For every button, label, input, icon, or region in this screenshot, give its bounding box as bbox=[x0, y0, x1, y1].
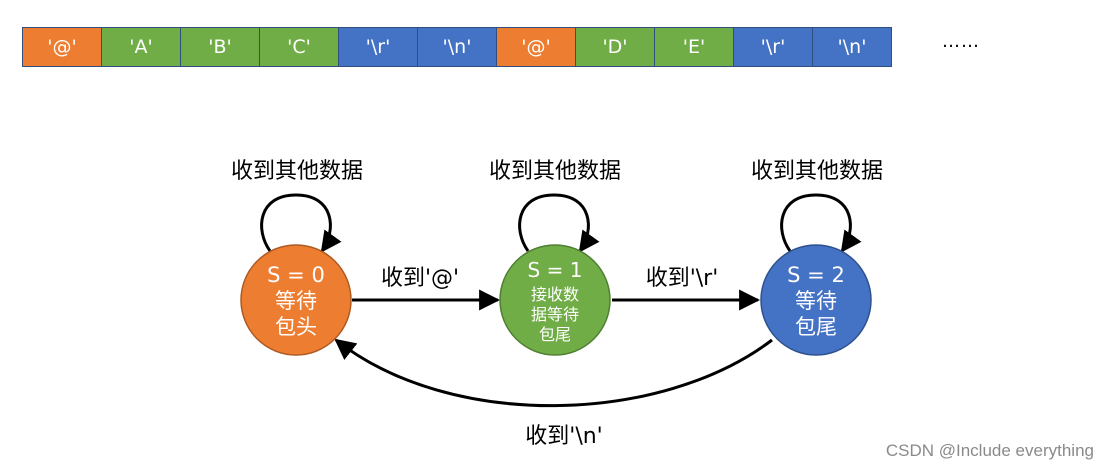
stream-cell: '\r' bbox=[338, 27, 418, 67]
stream-cell: '\n' bbox=[812, 27, 892, 67]
self-loop-s2 bbox=[780, 193, 862, 253]
self-loop-label-s1: 收到其他数据 bbox=[489, 159, 621, 184]
state-s2-line-2: 包尾 bbox=[795, 315, 837, 339]
transition-s2-s0 bbox=[334, 338, 773, 408]
self-loop-s0 bbox=[260, 193, 342, 253]
state-s0-line-1: 等待 bbox=[275, 289, 317, 313]
stream-ellipsis: …… bbox=[942, 31, 980, 52]
state-s0-circle bbox=[240, 244, 352, 356]
stream-cell: '\r' bbox=[733, 27, 813, 67]
state-s1: S = 1 接收数 据等待 包尾 bbox=[499, 244, 611, 356]
state-s1-circle bbox=[499, 244, 611, 356]
transition-label-s2-s0: 收到'\n' bbox=[525, 424, 602, 449]
self-loop-label-s2: 收到其他数据 bbox=[751, 159, 883, 184]
state-s2-title: S = 2 bbox=[787, 263, 845, 287]
state-s0: S = 0 等待 包头 bbox=[240, 244, 352, 356]
state-s2-line-1: 等待 bbox=[795, 289, 837, 313]
state-s1-line-2: 据等待 bbox=[531, 305, 579, 324]
transition-label-s1-s2: 收到'\r' bbox=[646, 266, 719, 291]
byte-stream: '@''A''B''C''\r''\n''@''D''E''\r''\n' bbox=[22, 27, 892, 67]
state-s1-line-3: 包尾 bbox=[539, 325, 571, 344]
self-loop-s1 bbox=[518, 193, 600, 253]
self-loop-label-s0: 收到其他数据 bbox=[231, 159, 363, 184]
state-s1-line-1: 接收数 bbox=[531, 285, 579, 304]
stream-cell: '@' bbox=[22, 27, 102, 67]
stream-cell: 'D' bbox=[575, 27, 655, 67]
state-s2-circle bbox=[760, 244, 872, 356]
watermark: CSDN @Include everything bbox=[885, 441, 1094, 460]
stream-cell: 'C' bbox=[259, 27, 339, 67]
transition-label-s0-s1: 收到'@' bbox=[381, 266, 459, 291]
stream-cell: '\n' bbox=[417, 27, 497, 67]
state-s1-title: S = 1 bbox=[528, 258, 583, 282]
stream-cell: 'A' bbox=[101, 27, 181, 67]
state-s0-line-2: 包头 bbox=[275, 315, 317, 339]
stream-cell: '@' bbox=[496, 27, 576, 67]
state-s2: S = 2 等待 包尾 bbox=[760, 244, 872, 356]
stream-cell: 'E' bbox=[654, 27, 734, 67]
stream-cell: 'B' bbox=[180, 27, 260, 67]
state-s0-title: S = 0 bbox=[267, 263, 325, 287]
